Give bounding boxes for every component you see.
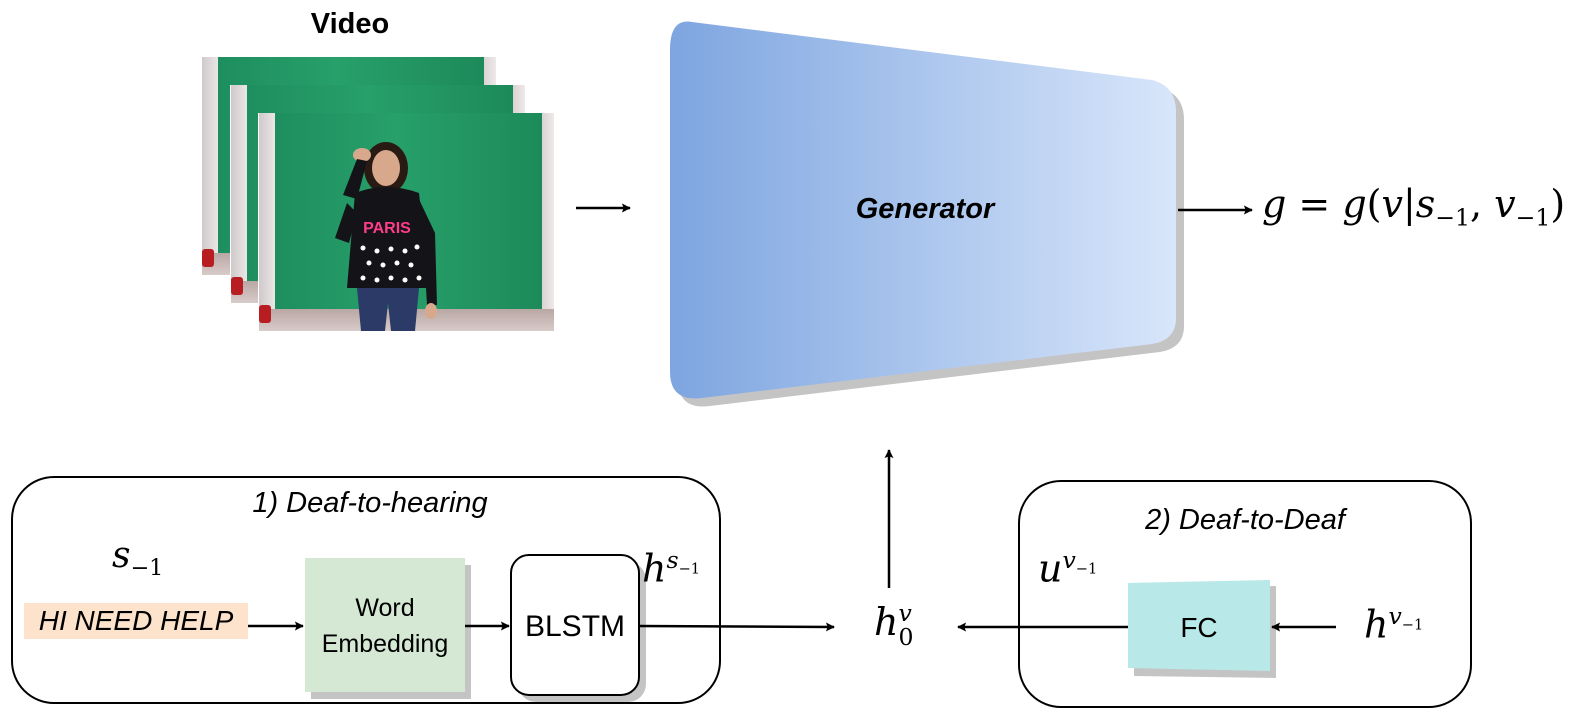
fc-h-sup: v−1 bbox=[1388, 602, 1423, 634]
fc-block bbox=[1128, 580, 1270, 671]
deaf-to-deaf-box bbox=[1018, 480, 1472, 708]
input-text-highlight bbox=[24, 603, 248, 639]
input-symbol-base: s bbox=[112, 535, 131, 576]
video-title: Video bbox=[310, 8, 390, 40]
fc-h-sup-sub: −1 bbox=[1401, 616, 1424, 634]
output-open: ( bbox=[1366, 182, 1382, 226]
blstm-hidden-sup-base: s bbox=[666, 546, 679, 574]
input-symbol: s−1 bbox=[112, 535, 163, 581]
output-v2: v bbox=[1494, 182, 1516, 226]
fc-label: FC bbox=[1180, 612, 1218, 643]
input-symbol-sub: −1 bbox=[130, 555, 164, 582]
fc-u-sup: v−1 bbox=[1062, 546, 1097, 578]
input-text: HI NEED HELP bbox=[38, 605, 234, 636]
word-embedding-line-1: Word bbox=[355, 594, 415, 622]
fc-u-sup-base: v bbox=[1062, 546, 1076, 574]
word-embedding-label: Word Embedding bbox=[305, 590, 465, 662]
output-fn: g bbox=[1342, 182, 1367, 226]
fc-input-u: uv−1 bbox=[1038, 546, 1097, 591]
word-embedding-line-2: Embedding bbox=[321, 630, 449, 658]
deaf-to-deaf-title: 2) Deaf-to-Deaf bbox=[1145, 504, 1345, 536]
fc-u-sup-sub: −1 bbox=[1075, 560, 1098, 578]
generator-label: Generator bbox=[855, 193, 995, 225]
blstm-hidden-sup-sub: −1 bbox=[678, 560, 701, 578]
generator-block bbox=[670, 21, 1176, 399]
output-v: v bbox=[1381, 182, 1403, 226]
fc-h-base: h bbox=[1364, 602, 1389, 647]
fc-hidden-h: hv−1 bbox=[1364, 602, 1423, 647]
blstm-block bbox=[510, 554, 640, 696]
merge-h: h bbox=[874, 600, 899, 644]
output-eq: = bbox=[1286, 182, 1343, 226]
output-s-sub: −1 bbox=[1435, 203, 1470, 232]
output-close: ) bbox=[1550, 182, 1566, 226]
deaf-to-hearing-title: 1) Deaf-to-hearing bbox=[252, 487, 488, 519]
output-lhs: g bbox=[1262, 182, 1287, 226]
deaf-to-hearing-box bbox=[11, 476, 721, 704]
signer-figure: PARIS bbox=[335, 142, 437, 331]
fc-u-base: u bbox=[1038, 546, 1063, 591]
output-v-sub: −1 bbox=[1515, 203, 1551, 232]
blstm-hidden-sup: s−1 bbox=[666, 546, 700, 578]
video-frame-front: PARIS bbox=[258, 113, 554, 331]
merge-sup: v bbox=[898, 598, 912, 627]
svg-text:PARIS: PARIS bbox=[363, 220, 411, 237]
blstm-label: BLSTM bbox=[524, 610, 626, 643]
arrow-blstm-to-merge bbox=[638, 622, 835, 632]
output-formula: g = g(v|s−1, v−1) bbox=[1262, 182, 1565, 232]
output-comma: , bbox=[1470, 182, 1495, 226]
blstm-hidden-base: h bbox=[642, 546, 667, 591]
output-s: s bbox=[1415, 182, 1436, 226]
word-embedding-block bbox=[305, 558, 465, 692]
fc-h-sup-base: v bbox=[1388, 602, 1402, 630]
merge-sub: 0 bbox=[898, 622, 914, 651]
output-bar: | bbox=[1402, 182, 1416, 226]
blstm-hidden: hs−1 bbox=[642, 546, 700, 591]
